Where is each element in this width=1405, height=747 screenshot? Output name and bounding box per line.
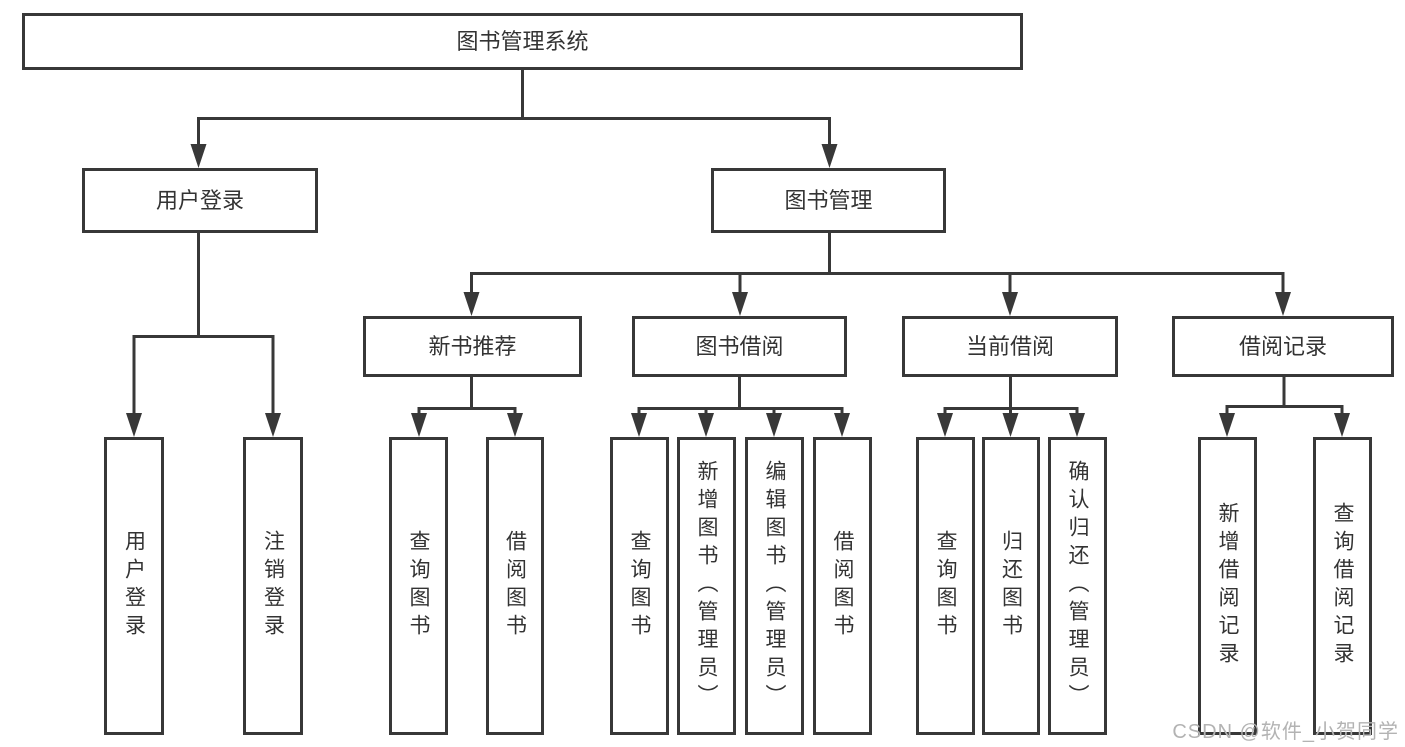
leaf-borrow-query-books: 查询图书 (610, 437, 669, 735)
node-book-borrow: 图书借阅 (632, 316, 847, 377)
node-borrow-records: 借阅记录 (1172, 316, 1394, 377)
node-new-book-recommend: 新书推荐 (363, 316, 582, 377)
leaf-user-login: 用户登录 (104, 437, 164, 735)
node-book-management: 图书管理 (711, 168, 946, 233)
leaf-recommend-query-books: 查询图书 (389, 437, 448, 735)
leaf-confirm-return-admin: 确认归还（管理员） (1048, 437, 1107, 735)
watermark-text: CSDN @软件_小贺同学 (1172, 721, 1399, 743)
leaf-logout: 注销登录 (243, 437, 303, 735)
node-root: 图书管理系统 (22, 13, 1023, 70)
node-user-login: 用户登录 (82, 168, 318, 233)
leaf-query-borrow-record: 查询借阅记录 (1313, 437, 1372, 735)
leaf-current-query-books: 查询图书 (916, 437, 975, 735)
leaf-edit-books-admin: 编辑图书（管理员） (745, 437, 804, 735)
leaf-recommend-borrow-books: 借阅图书 (486, 437, 544, 735)
leaf-add-borrow-record: 新增借阅记录 (1198, 437, 1257, 735)
node-current-borrow: 当前借阅 (902, 316, 1118, 377)
leaf-add-books-admin: 新增图书（管理员） (677, 437, 736, 735)
leaf-borrow-books: 借阅图书 (813, 437, 872, 735)
leaf-return-books: 归还图书 (982, 437, 1040, 735)
